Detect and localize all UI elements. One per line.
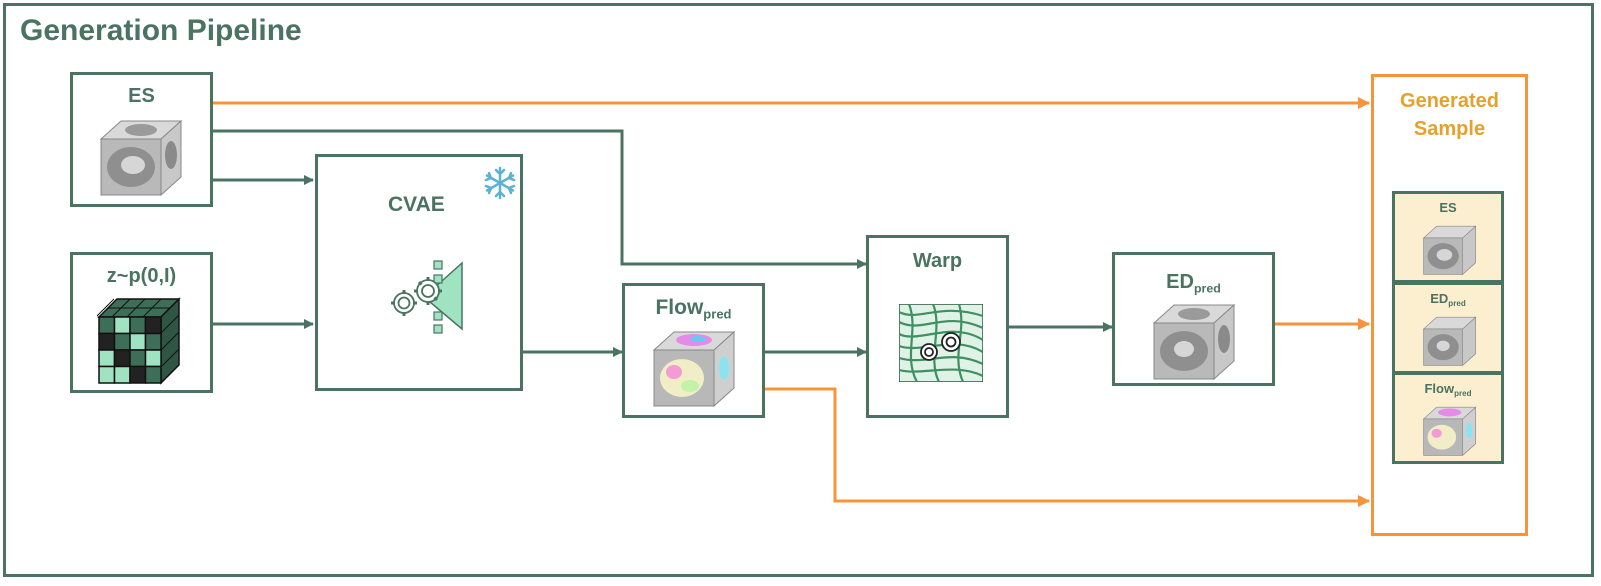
arrow-flow-to-output: [764, 387, 1370, 507]
output-card-es: ES: [1392, 191, 1504, 283]
generated-sample-title: Generated Sample: [1400, 90, 1499, 140]
pipeline-frame: [3, 3, 1594, 577]
flow-cube-icon: [1422, 406, 1477, 457]
latent-label: z~p(0,I): [106, 265, 177, 287]
arrow-es-to-warp: [212, 129, 867, 269]
cvae-label: CVAE: [388, 193, 445, 216]
output-card-ed-pred: EDpred: [1392, 282, 1504, 374]
ed-node: EDpred: [1112, 252, 1275, 386]
output-card-label: EDpred: [1430, 291, 1466, 308]
mri-cube-icon: [1422, 316, 1477, 367]
latent-node: z~p(0,I): [70, 252, 213, 393]
latent-grid-cube-icon: [97, 297, 181, 385]
output-card-label: ES: [1439, 200, 1457, 215]
cvae-node: CVAE: [315, 154, 523, 391]
generated-sample-box: Generated Sample: [1371, 74, 1528, 536]
output-card-label: Flowpred: [1424, 381, 1472, 398]
es-label: ES: [128, 85, 155, 107]
ed-label: EDpred: [1166, 271, 1221, 296]
mri-cube-icon: [1152, 303, 1236, 381]
snowflake-icon: [484, 166, 516, 200]
mri-cube-icon: [1422, 225, 1477, 276]
pipeline-title: Generation Pipeline: [20, 14, 302, 47]
flow-label: Flowpred: [655, 296, 732, 322]
decoder-gears-icon: [391, 260, 463, 334]
warp-label: Warp: [912, 250, 963, 272]
output-card-flow-pred: Flowpred: [1392, 372, 1504, 464]
flow-node: Flowpred: [622, 283, 765, 418]
warp-field-icon: [899, 304, 983, 382]
flow-cube-icon: [652, 330, 736, 408]
mri-cube-icon: [99, 119, 183, 197]
es-node: ES: [70, 72, 213, 207]
warp-node: Warp: [866, 235, 1009, 418]
